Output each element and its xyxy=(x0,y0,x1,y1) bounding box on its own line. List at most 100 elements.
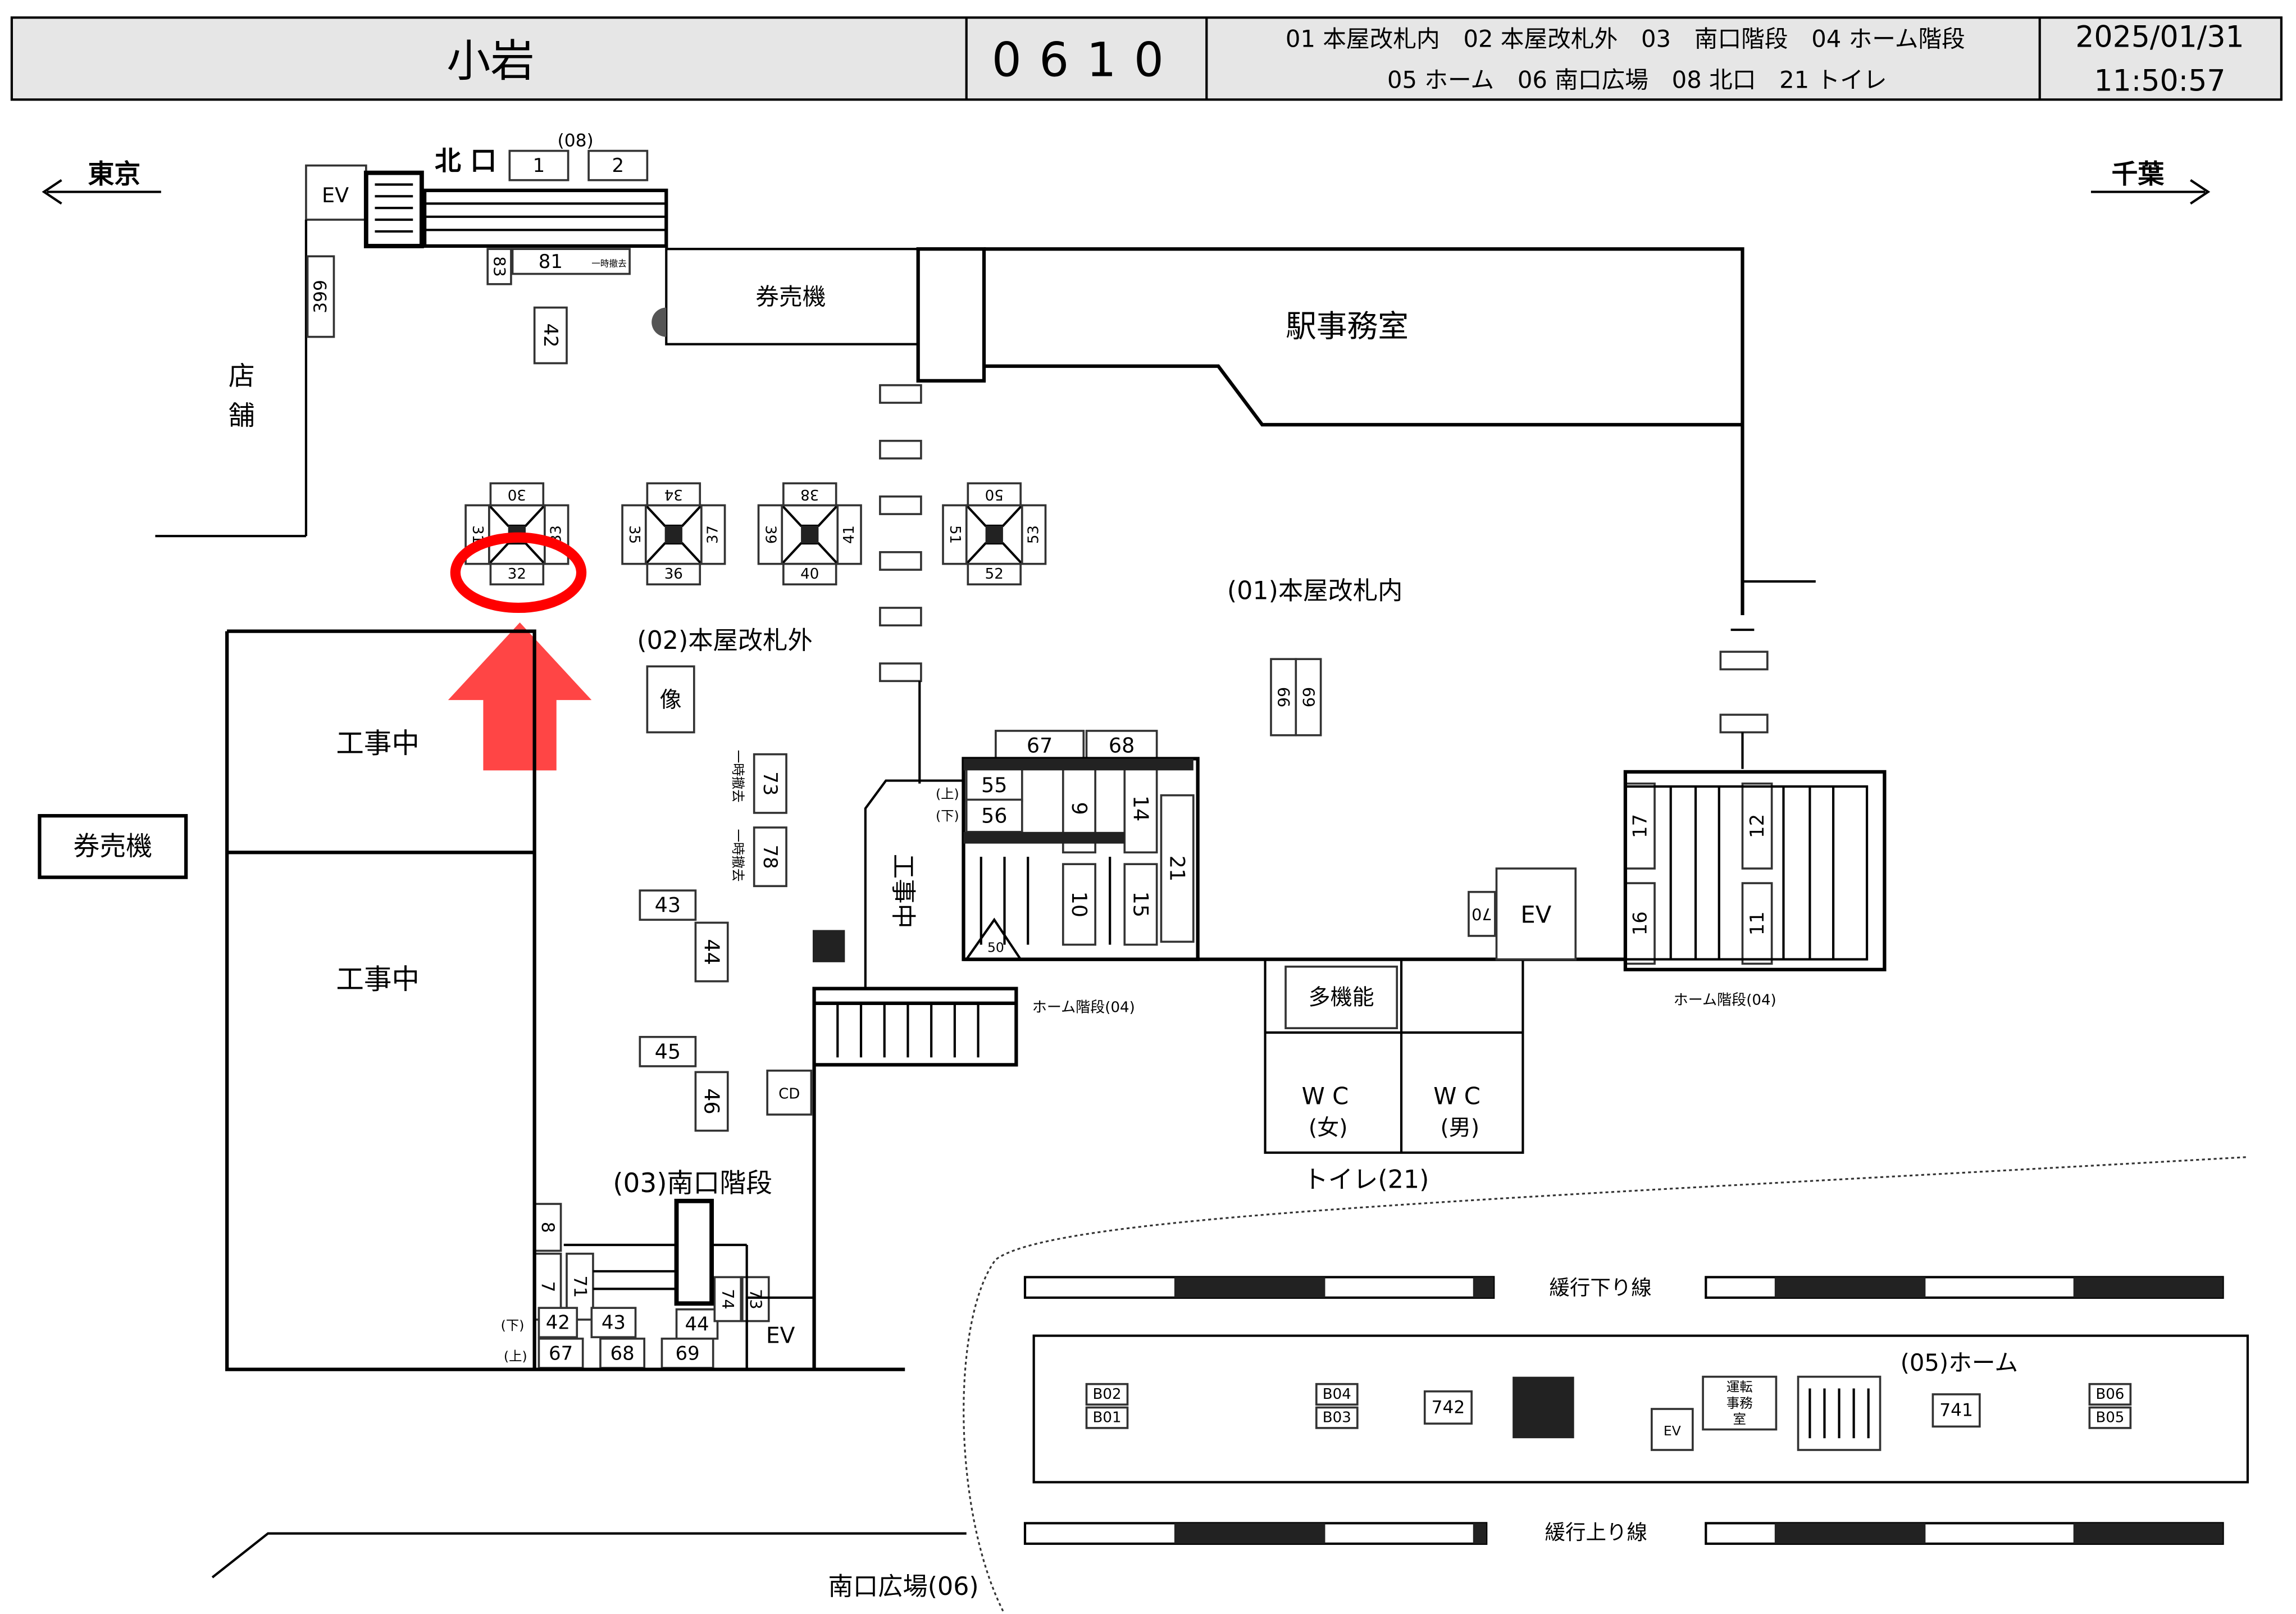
device-b01: B01 xyxy=(1085,1406,1129,1429)
device-d12: 12 xyxy=(1741,782,1773,870)
device-g41: 41 xyxy=(836,504,862,565)
device-d14: 14 xyxy=(1123,763,1158,854)
south-stairs: (03)南口階段 EV (下) (上) xyxy=(501,1168,816,1371)
device-label: 66 xyxy=(1274,687,1293,707)
device-d73: 73 xyxy=(753,753,787,814)
device-g50: 50 xyxy=(967,482,1022,507)
device-s67: 67 xyxy=(537,1338,584,1369)
highlight-circle xyxy=(450,532,587,613)
device-label: 36 xyxy=(664,566,683,583)
gate-separators xyxy=(879,384,922,784)
device-label: 71 xyxy=(570,1275,590,1298)
device-label: 14 xyxy=(1128,795,1152,821)
direction-east-label: 千葉 xyxy=(2111,159,2164,190)
device-label: 74 xyxy=(718,1289,737,1309)
device-g51: 51 xyxy=(942,504,968,565)
up-line-label: 緩行上り線 xyxy=(1545,1520,1647,1544)
device-label: 44 xyxy=(700,939,724,965)
down-label-south: (下) xyxy=(501,1317,525,1333)
time: 11:50:57 xyxy=(2094,65,2225,98)
device-label: 46 xyxy=(700,1088,724,1114)
cd-machine: CD xyxy=(778,1085,800,1102)
direction-east: 千葉 xyxy=(2090,159,2211,205)
device-d42n: 42 xyxy=(533,306,568,365)
device-label: 69 xyxy=(1299,687,1318,707)
device-label: 1 xyxy=(533,154,545,176)
wc-male-label: W C xyxy=(1433,1083,1480,1110)
device-b04: B04 xyxy=(1315,1383,1359,1406)
device-label: 52 xyxy=(985,566,1004,583)
device-b05: B05 xyxy=(2088,1406,2132,1429)
header-bar: 小岩 0610 01 本屋改札内 02 本屋改札外 03 南口階段 04 ホーム… xyxy=(10,16,2283,101)
crew-office-label-3: 室 xyxy=(1733,1411,1746,1427)
escalator-north xyxy=(422,188,668,248)
device-g38: 38 xyxy=(782,482,837,507)
device-label: 12 xyxy=(1746,814,1768,838)
device-g30: 30 xyxy=(489,482,545,507)
ticket-gate-cluster xyxy=(644,504,703,565)
device-d15: 15 xyxy=(1123,863,1158,946)
ticket-machine-north-label: 券売機 xyxy=(755,283,826,310)
construction-central: 工事中 CD xyxy=(766,779,1018,1370)
device-d43: 43 xyxy=(639,889,697,921)
construction-label-3: 工事中 xyxy=(889,854,917,929)
device-d399: 399 xyxy=(306,255,335,338)
device-label: 11 xyxy=(1746,911,1768,935)
device-d56: 56 xyxy=(965,798,1023,833)
device-label: 9 xyxy=(1067,802,1091,815)
station-office-area: 券売機 駅事務室 xyxy=(652,247,1816,769)
home-stairs-left: 50 (上) (下) ホーム階段(04) xyxy=(936,757,1200,1016)
ticket-gate-cluster xyxy=(965,504,1023,565)
device-n1: 1 xyxy=(508,149,570,181)
highlight-arrow-icon xyxy=(448,622,592,771)
device-b03: B03 xyxy=(1315,1406,1359,1429)
station-office-label: 駅事務室 xyxy=(1286,308,1409,344)
device-50: 50 xyxy=(987,940,1004,956)
wc-female-sub: (女) xyxy=(1309,1115,1348,1140)
platform-area: 緩行下り線 (05)ホーム EV 運転 事務 室 緩行上り線 南口広場(06) xyxy=(211,1156,2249,1612)
temp-removed-78: 一時撤去 xyxy=(730,829,746,882)
down-line-label: 緩行下り線 xyxy=(1549,1276,1651,1300)
device-g34: 34 xyxy=(646,482,701,507)
elevator-north: EV xyxy=(322,183,349,207)
device-d68: 68 xyxy=(1085,730,1158,761)
date: 2025/01/31 xyxy=(2075,20,2244,54)
statue-label: 像 xyxy=(660,688,682,713)
device-g31: 31 xyxy=(464,504,490,565)
device-d81: 81 xyxy=(511,248,631,275)
device-label: 7 xyxy=(537,1281,558,1292)
temp-removed-note: 一時撤去 xyxy=(591,258,627,269)
device-label: 35 xyxy=(626,525,643,544)
device-label: 41 xyxy=(841,525,858,544)
wc-male-sub: (男) xyxy=(1441,1115,1480,1140)
shop-label: 店 xyxy=(229,361,255,392)
device-label: 17 xyxy=(1629,814,1651,838)
north-exit-label: 北 口 xyxy=(435,146,496,176)
device-label: 15 xyxy=(1128,892,1152,917)
device-s44: 44 xyxy=(675,1308,719,1340)
device-b02: B02 xyxy=(1085,1383,1129,1406)
device-label: B01 xyxy=(1092,1410,1121,1426)
ticket-machine-west-label: 券売機 xyxy=(73,831,152,862)
device-label: 2 xyxy=(612,154,624,176)
ticket-gate-cluster xyxy=(781,504,839,565)
device-s73: 73 xyxy=(741,1276,770,1322)
device-d55: 55 xyxy=(965,767,1023,802)
device-s69: 69 xyxy=(660,1338,714,1369)
gates-outside-label: (02)本屋改札外 xyxy=(637,626,813,655)
device-label: 37 xyxy=(705,525,722,544)
device-label: 30 xyxy=(508,486,526,503)
device-label: 44 xyxy=(685,1313,709,1335)
down-label: (下) xyxy=(936,808,959,824)
station-name: 小岩 xyxy=(447,36,534,87)
device-label: 16 xyxy=(1629,911,1651,935)
device-label: B02 xyxy=(1092,1386,1121,1403)
device-s68: 68 xyxy=(599,1338,645,1369)
device-d78: 78 xyxy=(753,826,787,888)
device-label: B04 xyxy=(1323,1386,1351,1403)
device-label: 43 xyxy=(602,1312,626,1334)
device-label: 741 xyxy=(1939,1401,1973,1421)
elevator-central: EV xyxy=(1520,901,1551,928)
